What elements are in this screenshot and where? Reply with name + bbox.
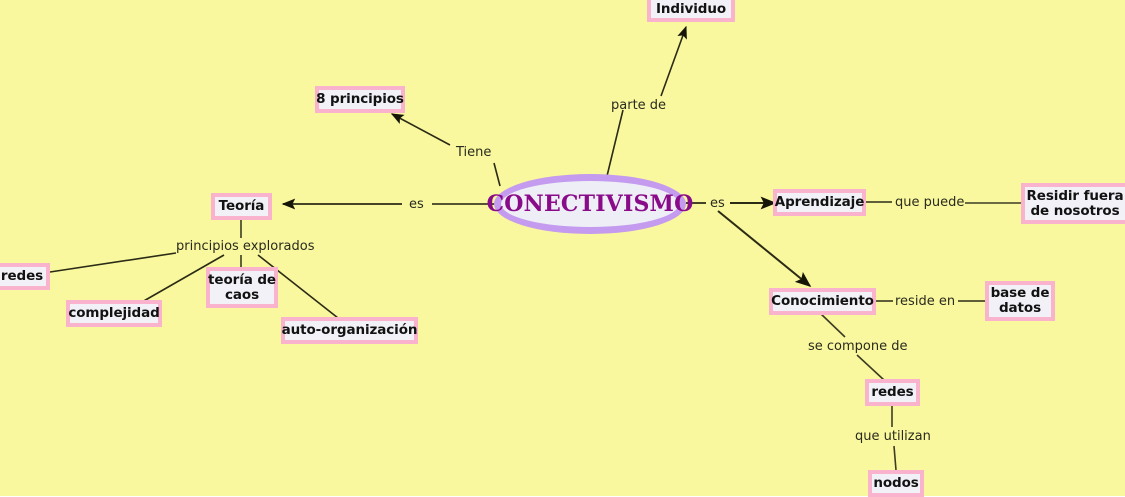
node-individuo-label: Individuo: [656, 0, 727, 17]
node-base-de-datos[interactable]: base de datos: [985, 281, 1055, 321]
node-aprendizaje-label: Aprendizaje: [774, 194, 865, 210]
link-label-principios-explorados: principios explorados: [176, 239, 315, 254]
edge-se-compone-de-upper: [819, 312, 846, 338]
node-auto-organizacion[interactable]: auto-organización: [281, 317, 418, 344]
node-redes-izquierda[interactable]: redes: [0, 263, 50, 290]
node-residir-fuera-de-nosotros[interactable]: Residir fuera de nosotros: [1021, 183, 1125, 224]
node-teoria-de-caos-label: teoría de caos: [208, 271, 276, 303]
link-label-es-derecha-text: es: [710, 196, 725, 211]
edge-parte-de-lower: [606, 109, 624, 177]
edge-que-utilizan-lower: [893, 445, 897, 471]
node-complejidad[interactable]: complejidad: [66, 300, 162, 327]
edge-es-to-conocimiento: [717, 210, 812, 288]
edge-principios-to-complejidad: [141, 254, 225, 303]
link-label-que-utilizan-text: que utilizan: [855, 429, 931, 444]
node-residir-label: Residir fuera de nosotros: [1026, 187, 1124, 219]
edge-se-compone-de-lower: [856, 354, 885, 381]
node-teoria[interactable]: Teoría: [211, 193, 272, 220]
node-redes-derecha[interactable]: redes: [865, 379, 920, 406]
node-redes-izquierda-label: redes: [0, 268, 44, 284]
node-complejidad-label: complejidad: [68, 305, 160, 321]
link-label-es-derecha: es: [710, 196, 725, 211]
edge-parte-de-upper: [660, 25, 687, 97]
link-label-que-puede-text: que puede: [895, 195, 965, 210]
link-label-reside-en-text: reside en: [895, 294, 956, 309]
node-conocimiento-label: Conocimiento: [771, 293, 874, 309]
link-label-que-utilizan: que utilizan: [855, 429, 931, 444]
node-nodos-label: nodos: [873, 475, 919, 491]
central-node-conectivismo[interactable]: CONECTIVISMO: [487, 174, 693, 234]
link-label-es-izquierda-text: es: [409, 197, 424, 212]
node-auto-organizacion-label: auto-organización: [281, 322, 418, 338]
link-label-parte-de: parte de: [611, 98, 666, 113]
node-base-de-datos-label: base de datos: [990, 285, 1050, 316]
node-teoria-de-caos[interactable]: teoría de caos: [206, 267, 278, 308]
edge-tiene-left: [390, 113, 451, 146]
link-label-reside-en: reside en: [895, 294, 955, 309]
central-node-label: CONECTIVISMO: [486, 191, 694, 217]
link-label-que-puede: que puede: [895, 195, 964, 210]
node-ocho-principios[interactable]: 8 principios: [315, 86, 405, 113]
link-label-tiene-text: Tiene: [456, 145, 492, 160]
link-label-tiene: Tiene: [456, 145, 491, 160]
link-label-es-izquierda: es: [409, 197, 424, 212]
link-label-se-compone-de: se compone de: [808, 339, 908, 354]
node-conocimiento[interactable]: Conocimiento: [769, 288, 876, 315]
link-label-parte-de-text: parte de: [611, 98, 667, 113]
node-nodos[interactable]: nodos: [868, 470, 924, 497]
node-redes-derecha-label: redes: [871, 384, 914, 400]
edge-tiene-right: [493, 162, 501, 187]
link-label-principios-explorados-text: principios explorados: [176, 239, 315, 254]
node-ocho-principios-label: 8 principios: [316, 91, 404, 107]
node-individuo[interactable]: Individuo: [647, 0, 735, 22]
edge-principios-to-redes: [49, 252, 177, 273]
edge-principios-to-auto-organizacion: [257, 254, 339, 319]
node-aprendizaje[interactable]: Aprendizaje: [773, 189, 866, 216]
link-label-se-compone-de-text: se compone de: [808, 339, 908, 354]
node-teoria-label: Teoría: [218, 198, 265, 214]
